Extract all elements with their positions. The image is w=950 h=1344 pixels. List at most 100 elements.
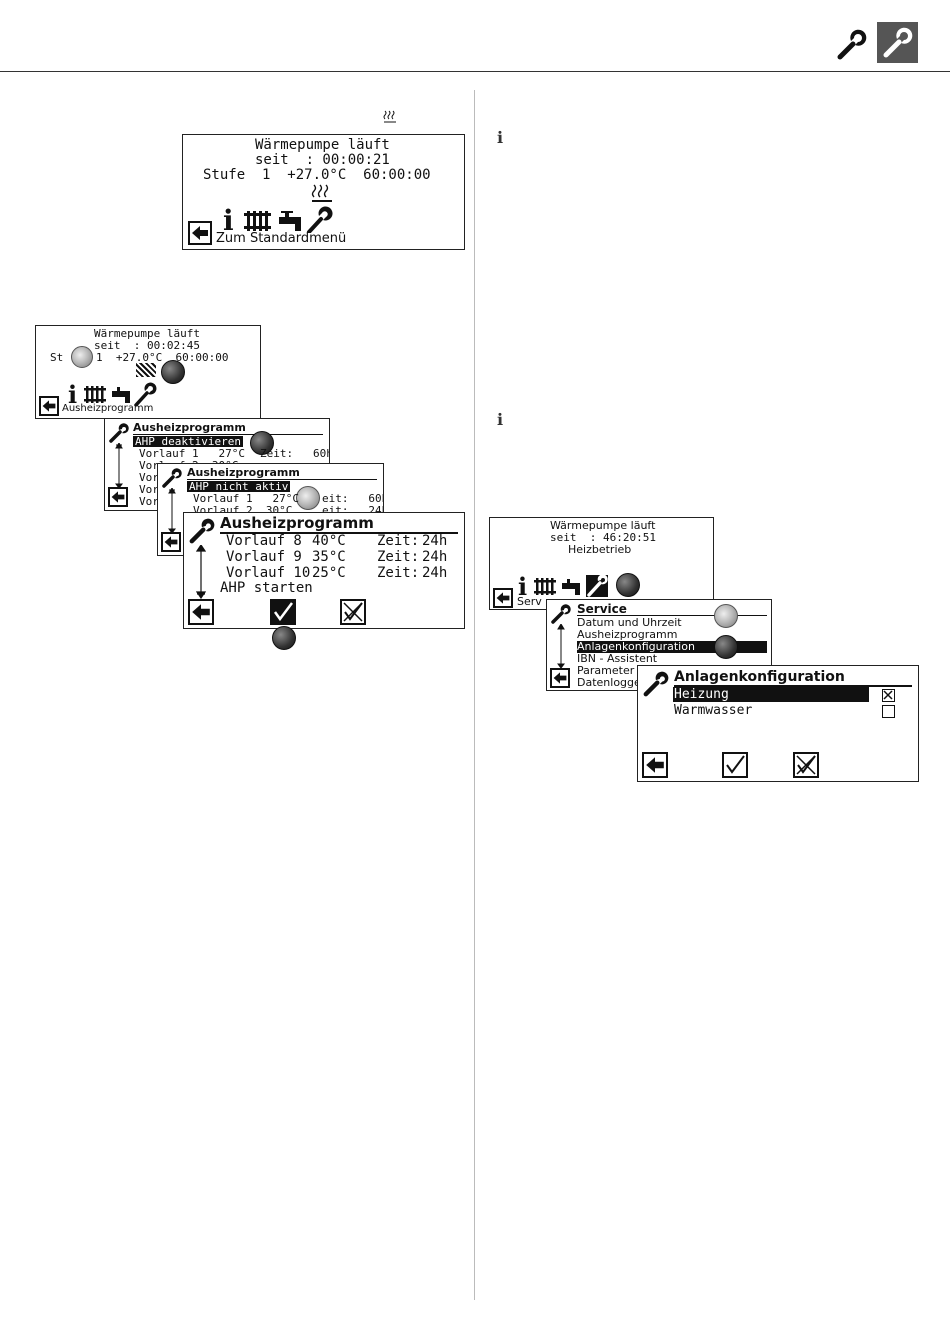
rotary-knob-icon[interactable] — [714, 604, 738, 628]
runtime-line: seit : 46:20:51 — [550, 531, 656, 544]
display-screen-h: Anlagenkonfiguration Heizung Warmwasser — [637, 665, 919, 782]
flow-row-temp: 40°C — [312, 533, 346, 549]
menu-item-selected[interactable]: Anlagenkonfiguration — [577, 640, 695, 653]
info-icon: ℹ — [497, 410, 504, 429]
svg-text:i: i — [518, 572, 527, 598]
mode-line: Heizbetrieb — [568, 543, 632, 556]
back-button[interactable] — [642, 752, 668, 778]
cancel-icon — [343, 602, 363, 622]
selected-item[interactable]: AHP deaktivieren — [133, 435, 243, 448]
wrench-icon — [550, 603, 572, 625]
flow-row-time-label: Zeit: — [377, 565, 420, 581]
title-underline — [187, 479, 377, 480]
scrollbar[interactable] — [196, 545, 206, 599]
rotary-knob-press-icon[interactable] — [250, 431, 274, 455]
wrench-icon — [188, 517, 216, 545]
flow-row-time: 24h — [422, 565, 448, 581]
flow-row-time: eit: 60h — [322, 492, 384, 505]
screen-title: Service — [577, 602, 627, 616]
display-screen-main: Wärmepumpe läuft seit : 00:00:21 Stufe 1… — [182, 134, 465, 250]
stage-line-start: St — [50, 351, 64, 364]
wrench-icon — [108, 422, 130, 444]
title-underline — [220, 532, 458, 534]
checkbox-checked[interactable] — [882, 689, 895, 702]
scrollbar[interactable] — [168, 488, 176, 533]
svg-text:i: i — [68, 380, 77, 406]
header-wrench-box-icon — [877, 22, 918, 63]
menu-item[interactable]: Ausheizprogramm — [577, 628, 678, 641]
back-button[interactable] — [550, 668, 570, 688]
scrollbar[interactable] — [115, 443, 123, 488]
runtime-line: seit : 00:02:45 — [94, 339, 200, 352]
checkmark-icon — [273, 602, 293, 622]
confirm-button[interactable] — [270, 599, 296, 625]
back-button[interactable] — [161, 532, 181, 552]
runtime-line: seit : 00:00:21 — [255, 152, 390, 168]
menu-icons-row: i — [221, 203, 336, 233]
svg-text:i: i — [223, 204, 234, 233]
checkbox[interactable] — [882, 705, 895, 718]
rotary-knob-icon[interactable] — [296, 486, 320, 510]
back-button[interactable] — [493, 588, 513, 608]
back-button[interactable] — [188, 221, 212, 245]
flow-row-temp: 35°C — [312, 549, 346, 565]
menu-icons-row: i — [68, 380, 163, 406]
confirm-button[interactable] — [722, 752, 748, 778]
display-screen-f: Wärmepumpe läuft seit : 46:20:51 Heizbet… — [489, 517, 714, 610]
back-label: Zum Standardmenü — [216, 231, 347, 246]
status-line: Wärmepumpe läuft — [94, 327, 200, 340]
flow-row-time: 24h — [422, 549, 448, 565]
cancel-icon — [796, 755, 816, 775]
rotary-knob-press-icon[interactable] — [272, 626, 296, 650]
menu-item[interactable]: Parameter — [577, 664, 635, 677]
stage-line-rest: 1 +27.0°C 60:00:00 — [96, 351, 229, 364]
screen-title: Ausheizprogramm — [220, 514, 374, 532]
screen-title: Ausheizprogramm — [187, 466, 300, 479]
flow-row-label: Vorlauf 10 — [226, 565, 311, 581]
flow-row-time-label: Zeit: — [377, 533, 420, 549]
cancel-button[interactable] — [793, 752, 819, 778]
header-rule — [0, 71, 950, 72]
cancel-button[interactable] — [340, 599, 366, 625]
flow-row-label: Vorlauf 9 — [226, 549, 302, 565]
menu-item[interactable]: Datenlogge — [577, 676, 641, 689]
title-underline — [577, 615, 767, 616]
menu-icons-row: i — [518, 572, 643, 598]
menu-item[interactable]: IBN - Assistent — [577, 652, 658, 665]
heating-waves-icon — [311, 183, 333, 203]
wrench-icon — [642, 670, 670, 698]
arrow-left-icon — [192, 226, 208, 240]
checkmark-icon — [726, 755, 745, 774]
back-button[interactable] — [188, 599, 214, 625]
config-item-selected[interactable]: Heizung — [674, 687, 729, 702]
back-button[interactable] — [108, 487, 128, 507]
info-icon: ℹ — [497, 128, 504, 147]
flow-row-time: Zeit: 60h — [260, 447, 330, 460]
config-item[interactable]: Warmwasser — [674, 703, 753, 718]
scrollbar[interactable] — [557, 624, 565, 668]
title-underline — [133, 434, 323, 435]
flow-row: Vor — [139, 471, 159, 484]
rotary-knob-press-icon[interactable] — [616, 573, 640, 597]
flow-row-temp: 25°C — [312, 565, 346, 581]
title-underline — [674, 685, 912, 687]
heating-waves-icon — [383, 109, 397, 123]
screen-title: Ausheizprogramm — [133, 421, 246, 434]
stage-line: Stufe 1 +27.0°C 60:00:00 — [203, 167, 431, 183]
flow-row: Vor — [139, 483, 159, 496]
heating-waves-icon — [136, 363, 156, 377]
menu-item[interactable]: Datum und Uhrzeit — [577, 616, 682, 629]
back-button[interactable] — [39, 396, 59, 416]
rotary-knob-press-icon[interactable] — [714, 635, 738, 659]
rotary-knob-icon[interactable] — [71, 346, 93, 368]
screen-title: Anlagenkonfiguration — [674, 669, 845, 685]
flow-row: Vor — [139, 495, 159, 508]
wrench-icon — [161, 467, 183, 489]
column-divider — [474, 90, 475, 1300]
selected-item[interactable]: AHP nicht aktiv — [187, 480, 291, 493]
flow-row: Vorlauf 1 27°C — [193, 492, 299, 505]
rotary-knob-press-icon[interactable] — [161, 360, 185, 384]
status-line: Wärmepumpe läuft — [255, 137, 390, 153]
flow-row-time-label: Zeit: — [377, 549, 420, 565]
start-item[interactable]: AHP starten — [220, 580, 313, 596]
